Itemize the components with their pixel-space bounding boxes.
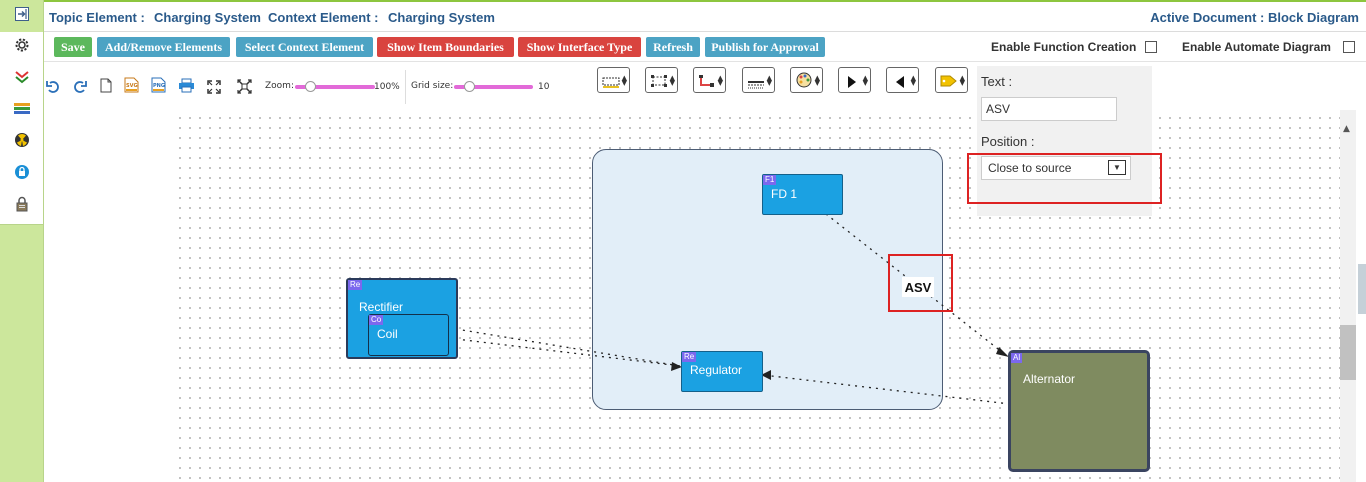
palette-icon xyxy=(795,72,813,92)
enable-function-creation-checkbox[interactable] xyxy=(1145,41,1157,53)
alternator-tag: Al xyxy=(1011,353,1023,363)
context-element-value: Charging System xyxy=(388,10,495,25)
border-style-dropdown[interactable]: ▲▼ xyxy=(645,67,678,93)
expand-arrow-icon xyxy=(14,6,30,26)
fd1-tag: F1 xyxy=(763,175,777,185)
gear-icon xyxy=(14,37,30,57)
add-remove-elements-button[interactable]: Add/Remove Elements xyxy=(97,37,230,57)
fill-color-icon xyxy=(602,74,620,93)
publish-for-approval-button[interactable]: Publish for Approval xyxy=(705,37,825,57)
coil-tag: Co xyxy=(369,315,384,325)
enable-automate-diagram-label: Enable Automate Diagram xyxy=(1182,40,1331,54)
rectifier-tag: Re xyxy=(348,280,363,290)
grid-size-slider-knob[interactable] xyxy=(464,81,475,92)
arrow-right-icon xyxy=(847,74,857,93)
coil-name: Coil xyxy=(377,327,398,341)
top-accent-line xyxy=(0,0,1366,2)
grid-size-slider[interactable] xyxy=(454,85,533,89)
canvas-scrollbar[interactable]: ▲ xyxy=(1340,110,1356,482)
sidebar-hazard[interactable] xyxy=(0,127,44,157)
fit-screen-icon[interactable] xyxy=(207,79,221,98)
topic-element-label: Topic Element : xyxy=(49,10,145,25)
text-field-label: Text : xyxy=(981,74,1013,89)
fill-color-dropdown[interactable]: ▲▼ xyxy=(597,67,630,93)
actual-size-icon[interactable] xyxy=(237,79,252,98)
zoom-label: Zoom: xyxy=(265,81,294,91)
refresh-button[interactable]: Refresh xyxy=(646,37,700,57)
label-highlight-box xyxy=(888,254,953,312)
zoom-slider[interactable] xyxy=(295,85,375,89)
source-arrow-dropdown[interactable]: ▲▼ xyxy=(838,67,871,93)
position-select-value: Close to source xyxy=(988,161,1072,175)
topic-element-value: Charging System xyxy=(154,10,261,25)
padlock-icon xyxy=(14,196,30,216)
left-sidebar xyxy=(0,0,44,482)
sidebar-tools-panel xyxy=(0,32,43,225)
active-document-label: Active Document : Block Diagram xyxy=(1150,10,1359,25)
radiation-icon xyxy=(14,132,30,152)
position-select[interactable]: Close to source ▼ xyxy=(981,156,1131,180)
label-properties-panel: Text : ASV Position : Close to source ▼ xyxy=(977,66,1152,216)
position-highlight-box xyxy=(967,153,1162,204)
border-style-icon xyxy=(650,73,668,92)
connector-label-asv[interactable]: ASV xyxy=(902,277,934,297)
rectifier-name: Rectifier xyxy=(359,300,404,314)
sidebar-padlock[interactable] xyxy=(0,191,44,221)
chevron-down-icon: ▼ xyxy=(1108,160,1126,175)
grid-size-value: 10 xyxy=(538,82,550,92)
layers-chevron-icon xyxy=(14,69,30,89)
toolbar-divider xyxy=(405,70,406,104)
save-button[interactable]: Save xyxy=(54,37,92,57)
sidebar-settings[interactable] xyxy=(0,32,44,62)
alternator-name: Alternator xyxy=(1023,372,1076,386)
svg-text:SVG: SVG xyxy=(126,83,138,89)
document-header: Topic Element : Charging System Context … xyxy=(44,2,1366,32)
export-png-icon[interactable]: PNG xyxy=(151,77,166,97)
scroll-up-icon[interactable]: ▲ xyxy=(1343,124,1350,134)
show-item-boundaries-button[interactable]: Show Item Boundaries xyxy=(377,37,514,57)
zoom-value: 100% xyxy=(374,82,400,92)
tag-icon xyxy=(940,73,958,92)
export-svg-icon[interactable]: SVG xyxy=(124,77,139,97)
redo-icon[interactable] xyxy=(73,79,87,98)
enable-automate-diagram-checkbox[interactable] xyxy=(1343,41,1355,53)
theme-dropdown[interactable]: ▲▼ xyxy=(790,67,823,93)
fd1-name: FD 1 xyxy=(771,187,798,201)
sidebar-layers[interactable] xyxy=(0,64,44,94)
scrollbar-thumb[interactable] xyxy=(1340,325,1356,380)
line-style-icon xyxy=(747,75,765,94)
select-context-element-button[interactable]: Select Context Element xyxy=(236,37,373,57)
position-field-label: Position : xyxy=(981,134,1035,149)
fd1-block[interactable]: F1 FD 1 xyxy=(762,174,843,215)
line-style-dropdown[interactable]: ▲▼ xyxy=(742,67,775,93)
sidebar-lock[interactable] xyxy=(0,159,44,189)
target-arrow-dropdown[interactable]: ▲▼ xyxy=(886,67,919,93)
alternator-block[interactable]: Al Alternator xyxy=(1008,350,1150,472)
coil-block[interactable]: Co Coil xyxy=(368,314,449,356)
new-document-icon[interactable] xyxy=(100,78,112,97)
rectifier-block[interactable]: Re Rectifier Co Coil xyxy=(346,278,458,359)
regulator-tag: Re xyxy=(682,352,697,362)
context-element-label: Context Element : xyxy=(268,10,379,25)
zoom-slider-knob[interactable] xyxy=(305,81,316,92)
grid-size-label: Grid size: xyxy=(411,81,454,91)
connector-style-icon xyxy=(698,73,716,92)
action-toolbar: Save Add/Remove Elements Select Context … xyxy=(44,33,1366,62)
page-edge-scroll xyxy=(1358,264,1366,314)
svg-text:PNG: PNG xyxy=(153,83,165,89)
connector-style-dropdown[interactable]: ▲▼ xyxy=(693,67,726,93)
expand-sidebar-button[interactable] xyxy=(0,2,44,30)
label-tag-dropdown[interactable]: ▲▼ xyxy=(935,67,968,93)
stack-icon xyxy=(13,101,31,121)
regulator-name: Regulator xyxy=(690,363,743,377)
print-icon[interactable] xyxy=(178,78,195,97)
lock-circle-icon xyxy=(14,164,30,184)
arrow-left-icon xyxy=(895,74,905,93)
undo-icon[interactable] xyxy=(46,79,60,98)
show-interface-type-button[interactable]: Show Interface Type xyxy=(518,37,641,57)
label-text-input[interactable]: ASV xyxy=(981,97,1117,121)
sidebar-stack[interactable] xyxy=(0,96,44,126)
enable-function-creation-label: Enable Function Creation xyxy=(991,40,1137,54)
regulator-block[interactable]: Re Regulator xyxy=(681,351,763,392)
